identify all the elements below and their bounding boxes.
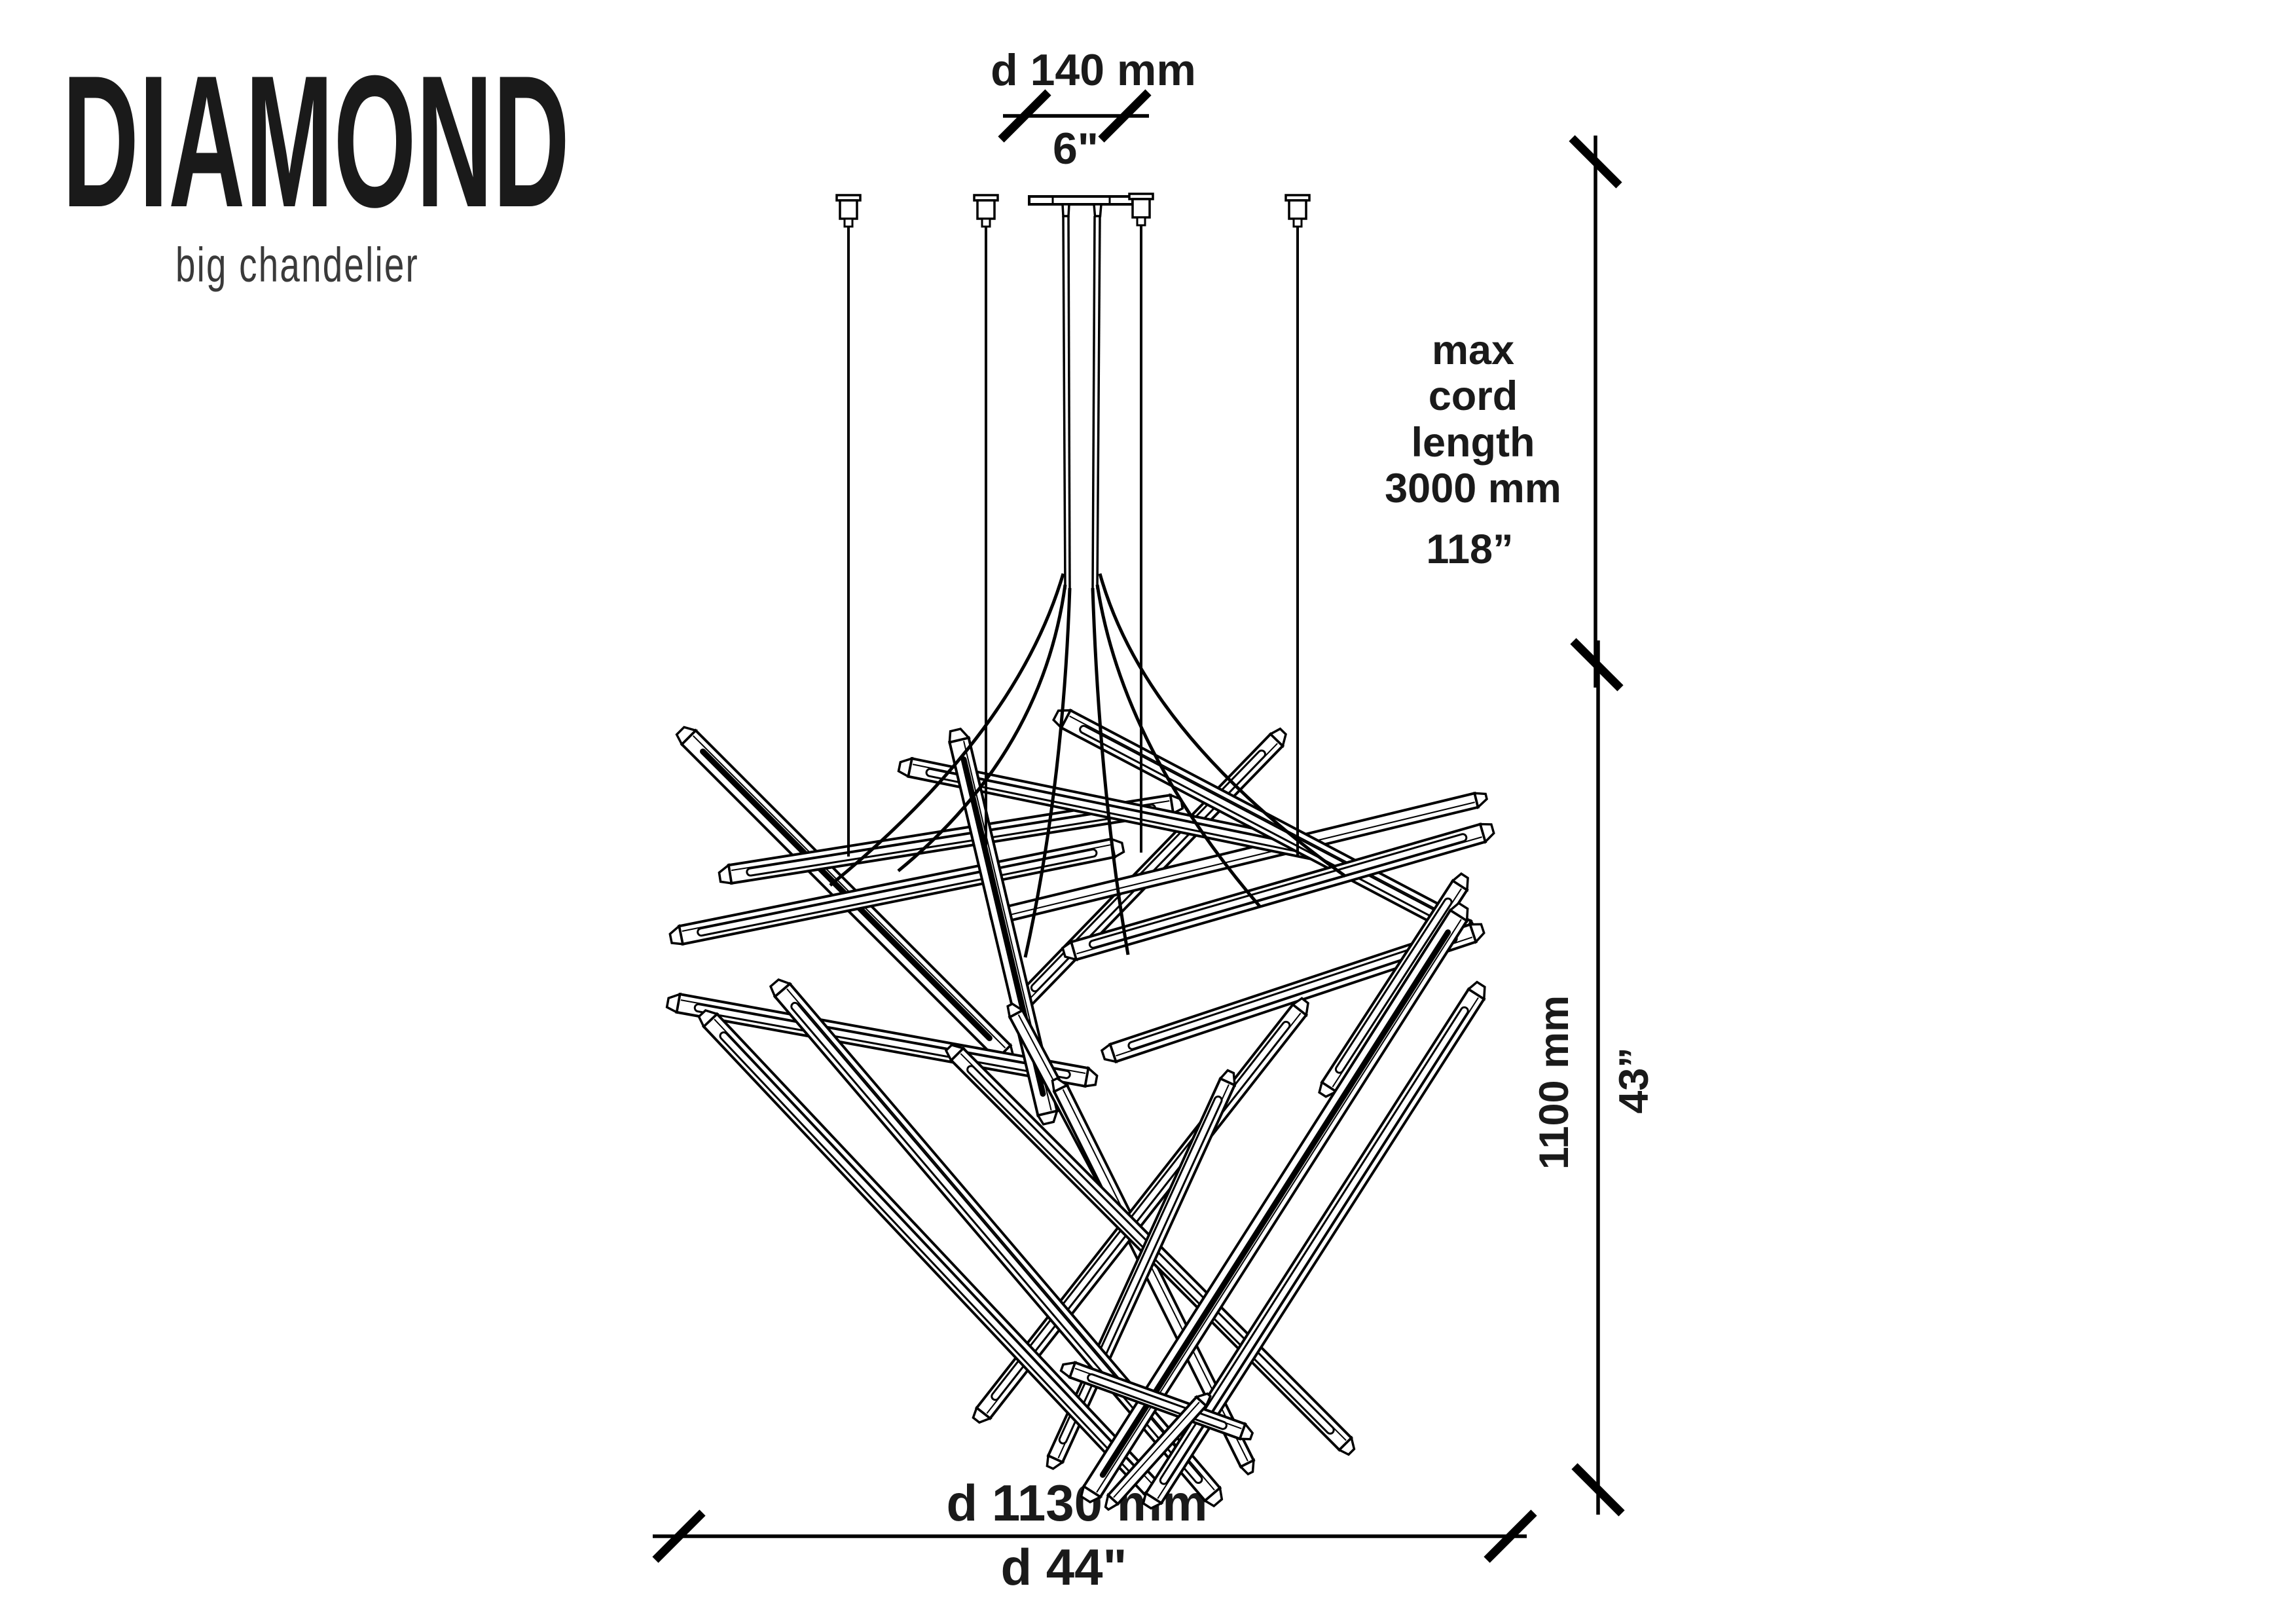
- height-dim-metric-label: 1100 mm: [1531, 995, 1577, 1170]
- stick-end-bevel: [1290, 997, 1309, 1018]
- chandelier-stick: [1061, 822, 1495, 961]
- stick-end-bevel: [1046, 1454, 1065, 1470]
- stick-end-bevel: [1084, 1065, 1099, 1088]
- stick-end-bevel: [897, 756, 914, 779]
- logo-subtitle: big chandelier: [175, 238, 419, 292]
- stick-top-edge: [912, 764, 1319, 848]
- stick-top-edge: [1069, 715, 1467, 926]
- stick-end-bevel: [1318, 1080, 1339, 1098]
- stick-end-bevel: [718, 862, 733, 885]
- cable-cap-body: [1131, 198, 1151, 219]
- height-dim-imperial-label: 43”: [1611, 1047, 1657, 1114]
- cable-cap-body: [839, 199, 858, 220]
- stick-end-bevel: [1239, 1458, 1255, 1476]
- stick-end-bevel: [1194, 1392, 1212, 1408]
- stick-end-bevel: [1448, 901, 1469, 923]
- cord-flare: [1023, 587, 1072, 958]
- power-cord: [1062, 215, 1066, 590]
- stick-end-bevel: [1036, 1109, 1059, 1126]
- suspension-cable: [1285, 194, 1311, 855]
- stick-top-edge: [1002, 802, 1475, 917]
- cord-flare: [897, 584, 1067, 872]
- stick-end-bevel: [1051, 1077, 1070, 1094]
- stick-end-bevel: [1059, 1361, 1077, 1380]
- dimension-tick: [1571, 1463, 1625, 1517]
- ceiling-canopy: [1028, 195, 1134, 206]
- stick-end-bevel: [1337, 1435, 1356, 1456]
- stick-end-bevel: [1061, 940, 1078, 961]
- cord-note-line5: 118”: [1426, 526, 1513, 572]
- stick-end-bevel: [1080, 1485, 1103, 1504]
- cord-flare: [1095, 584, 1262, 908]
- cord-note-line2: cord: [1429, 373, 1518, 419]
- canopy-cord-stem: [1093, 203, 1102, 217]
- stick-end-bevel: [972, 1406, 993, 1424]
- cable-cap-step: [981, 217, 991, 228]
- stick-end-bevel: [1467, 980, 1486, 1001]
- cable-cap-body: [1288, 199, 1307, 220]
- stick-end-bevel: [1218, 1069, 1236, 1087]
- stick-led-slot: [1334, 897, 1453, 1074]
- canopy-dim-metric-label: d 140 mm: [991, 45, 1196, 95]
- chandelier-stick: [1080, 901, 1469, 1504]
- canopy-cord-stem: [1061, 203, 1070, 217]
- stick-end-bevel: [697, 1008, 720, 1029]
- stick-end-bevel: [1268, 727, 1287, 748]
- stick-led-slot: [719, 1031, 1141, 1479]
- stick-end-bevel: [1478, 822, 1495, 844]
- logo-title: DIAMOND: [62, 36, 570, 246]
- cord-flare: [829, 573, 1065, 887]
- dimension-tick: [1569, 135, 1622, 189]
- chandelier-stick: [1100, 923, 1485, 1063]
- stick-end-bevel: [944, 1043, 966, 1063]
- chandelier-line-drawing: [652, 89, 1625, 1563]
- power-cord: [1091, 215, 1096, 590]
- cable-cap-body: [976, 199, 996, 220]
- canopy-dim-imperial-label: 6": [1053, 124, 1099, 174]
- power-cord: [1096, 215, 1101, 590]
- power-cord: [1067, 215, 1071, 590]
- stick-end-bevel: [1451, 872, 1469, 893]
- stick-end-bevel: [665, 992, 682, 1014]
- dimension-tick: [998, 89, 1051, 143]
- stick-end-bevel: [668, 923, 684, 946]
- cord-note-line1: max: [1432, 327, 1514, 373]
- stick-led-slot: [1099, 929, 1451, 1478]
- stick-end-bevel: [1468, 923, 1485, 944]
- cord-note-line4: 3000 mm: [1385, 466, 1561, 511]
- stick-end-bevel: [675, 726, 698, 747]
- stick-end-bevel: [1473, 792, 1488, 810]
- stick-end-bevel: [948, 728, 971, 744]
- stick-led-slot: [1088, 833, 1468, 949]
- dimension-tick: [1098, 89, 1152, 143]
- cord-flare: [1098, 573, 1347, 878]
- chandelier-stick: [769, 978, 1224, 1508]
- stick-led-slot: [1159, 1006, 1469, 1485]
- stick-end-bevel: [1142, 1491, 1164, 1510]
- stick-top-edge: [1113, 1401, 1200, 1498]
- stick-end-bevel: [1006, 1002, 1025, 1019]
- dimension-tick: [1570, 638, 1624, 692]
- max-cord-length-note: max cord length 3000 mm 118”: [1385, 327, 1561, 572]
- chandelier-stick: [1142, 980, 1486, 1510]
- width-dim-imperial-label: d 44": [1000, 1538, 1127, 1596]
- suspension-cable: [1128, 193, 1154, 853]
- stick-end-bevel: [1238, 1422, 1254, 1441]
- suspension-cable: [973, 194, 999, 850]
- stick-end-bevel: [769, 978, 792, 999]
- cable-cap-step: [843, 217, 854, 228]
- dimension-tick: [1484, 1509, 1537, 1563]
- stick-end-bevel: [1104, 1493, 1120, 1511]
- suspension-cable: [835, 194, 862, 857]
- stick-end-bevel: [1100, 1042, 1118, 1063]
- cord-flare: [1091, 587, 1130, 955]
- chandelier-stick: [1104, 1392, 1212, 1511]
- cord-note-line3: length: [1412, 420, 1535, 466]
- cable-cap-step: [1292, 217, 1303, 228]
- dimension-tick: [652, 1509, 706, 1563]
- cable-cap-step: [1136, 216, 1146, 227]
- stick-led-slot: [790, 1001, 1203, 1485]
- stick-end-bevel: [1203, 1485, 1224, 1508]
